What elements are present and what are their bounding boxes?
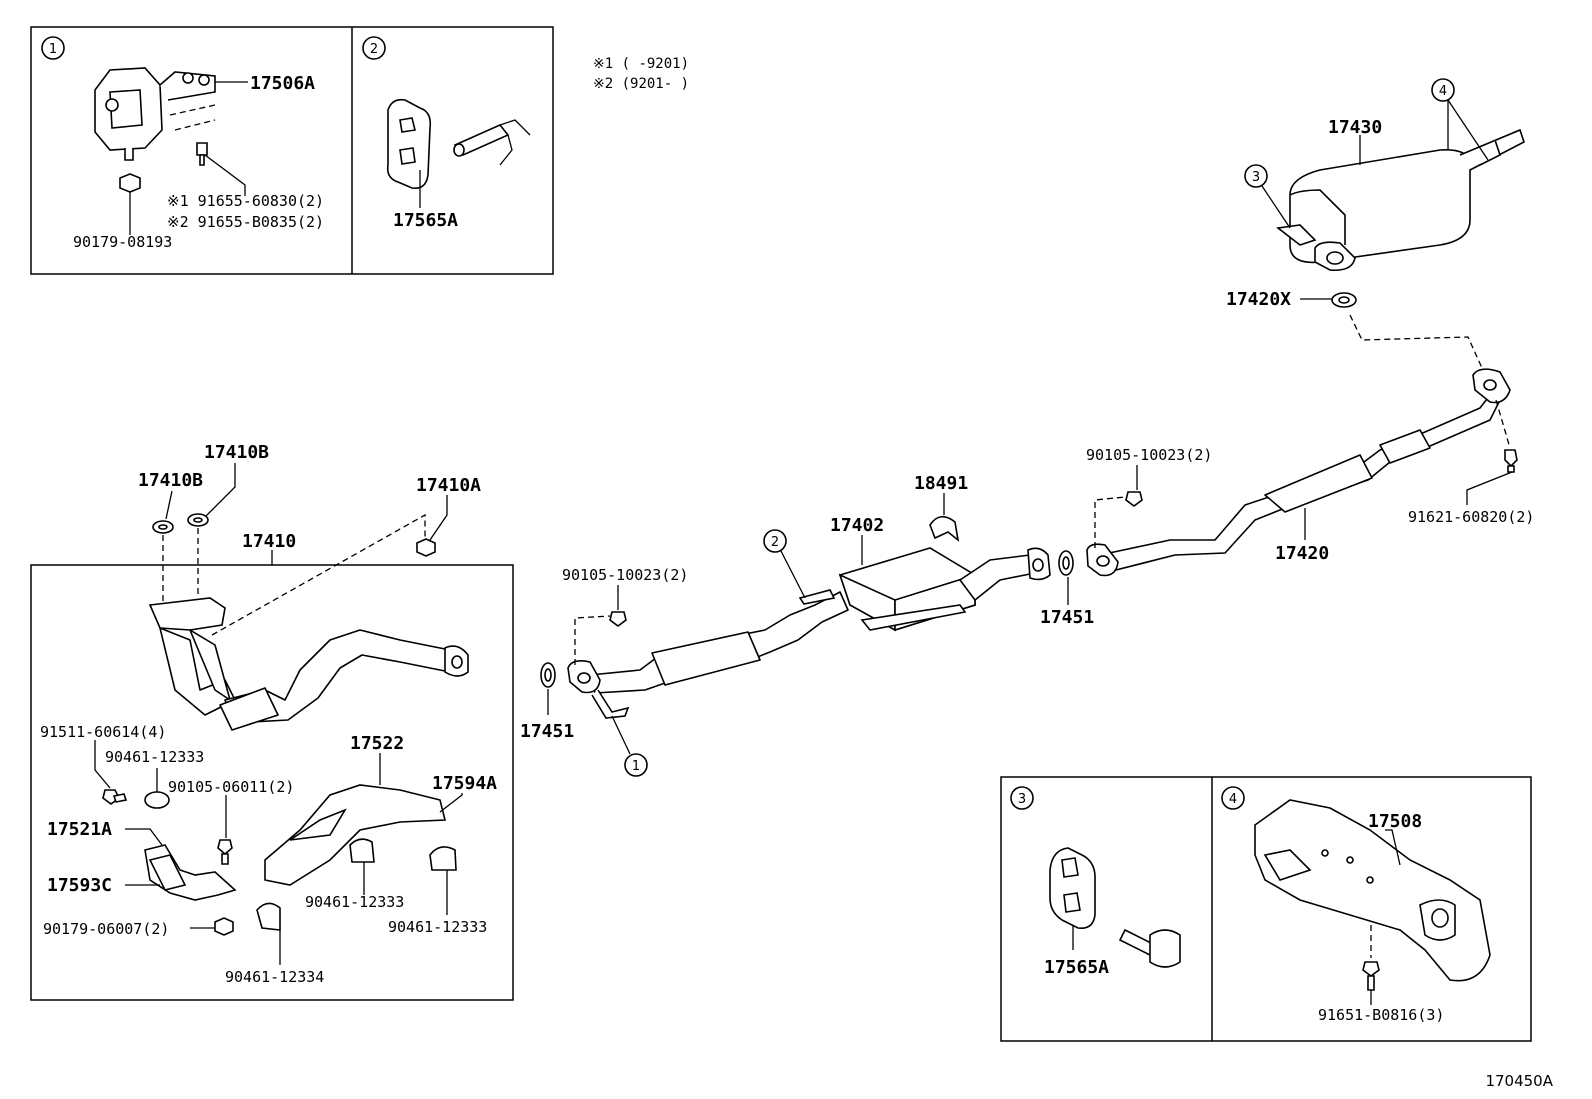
- circle-4-marker: [1221, 786, 1245, 810]
- exhaust-pipe-17410-part: [148, 597, 469, 731]
- inset-4: 4 17508 91651-B0816(3): [1221, 786, 1491, 1024]
- rubber-hanger-17565a-part: [386, 98, 432, 190]
- part-label-circle: 3: [1018, 792, 1026, 807]
- note-2: ※2 (9201- ): [593, 76, 689, 92]
- inset-2: 2 17565A: [362, 36, 531, 231]
- part-label-p17410b-top: 17410B: [204, 442, 269, 463]
- circle-4-marker: [1431, 78, 1455, 102]
- heat-shield-18491-part: [929, 515, 960, 542]
- part-label-circ3: 3: [1252, 170, 1260, 185]
- part-label-p17522: 17522: [350, 733, 404, 754]
- center-pipe-17420-part: [1086, 368, 1511, 577]
- heat-insulator-17521a-part: [144, 844, 237, 901]
- gasket-17410b-part: [152, 513, 209, 534]
- circle-3-marker: [1244, 164, 1268, 188]
- part-label-p17430: 17430: [1328, 117, 1382, 138]
- part-label-circle: 4: [1229, 792, 1237, 807]
- part-label-p91511: 91511-60614(4): [40, 723, 166, 741]
- part-label-circ4: 4: [1439, 84, 1447, 99]
- part-label-p17508: 17508: [1368, 811, 1422, 832]
- part-label-p18491: 18491: [914, 473, 968, 494]
- clamp-icon: [429, 846, 457, 871]
- part-label-p90461-a: 90461-12333: [105, 748, 204, 766]
- part-label-p90461-b: 90461-12333: [305, 893, 404, 911]
- hanger-17506a-part: [94, 67, 216, 161]
- catalytic-converter-17402-part: [838, 547, 1051, 632]
- front-pipe-part: [567, 589, 849, 719]
- part-label-p17410: 17410: [242, 531, 296, 552]
- circle-1-marker: [41, 36, 65, 60]
- rubber-hanger-17565a-part: [1049, 847, 1096, 930]
- part-label-p17451-left: 17451: [520, 721, 574, 742]
- circle-1-marker: [624, 753, 648, 777]
- bolt-icon: [196, 142, 208, 166]
- circle-2-marker: [362, 36, 386, 60]
- part-label-p90105-06011: 90105-06011(2): [168, 778, 294, 796]
- clamp-icon: [349, 838, 375, 863]
- part-label-p17565a: 17565A: [1044, 957, 1109, 978]
- part-label-p17565a: 17565A: [393, 210, 458, 231]
- inset-box-top-left: [30, 26, 554, 275]
- clamp-icon: [256, 902, 281, 931]
- part-label-p17402: 17402: [830, 515, 884, 536]
- part-label-bolt: 91651-B0816(3): [1318, 1006, 1444, 1024]
- part-label-circle: 1: [49, 42, 57, 57]
- bolt-icon: [102, 789, 128, 805]
- circle-3-marker: [1010, 786, 1034, 810]
- part-label-bolt2: ※2 91655-B0835(2): [167, 213, 324, 231]
- bolt-icon: [1125, 491, 1143, 507]
- nut-icon: [119, 173, 141, 193]
- bolt-icon: [609, 611, 627, 627]
- part-label-p91621: 91621-60820(2): [1408, 508, 1534, 526]
- hanger-pin-part: [1118, 928, 1181, 968]
- circle-2-marker: [763, 529, 787, 553]
- hanger-pin-part: [453, 119, 531, 166]
- part-label-p90461-12334: 90461-12334: [225, 968, 324, 986]
- heat-insulator-17522-part: [264, 784, 447, 886]
- bracket-17508-part: [1254, 799, 1491, 982]
- part-label-bolt1: ※1 91655-60830(2): [167, 192, 324, 210]
- bolt-icon: [1362, 961, 1380, 991]
- part-label-p17420x: 17420X: [1226, 289, 1291, 310]
- muffler-17430-part: [1275, 128, 1525, 272]
- part-label-circle: 2: [370, 42, 378, 57]
- part-label-p17594a: 17594A: [432, 773, 497, 794]
- nut-icon: [214, 917, 234, 936]
- bolt-icon: [1504, 449, 1518, 473]
- part-label-circ1: 1: [632, 759, 640, 774]
- note-1: ※1 ( -9201): [593, 56, 689, 72]
- diagram-code: 170450A: [1485, 1072, 1553, 1090]
- bolt-icon: [217, 839, 233, 865]
- inset-box-bottom-right: [1000, 776, 1532, 1042]
- part-label-circ2: 2: [771, 535, 779, 550]
- clamp-icon: [144, 791, 170, 809]
- part-label-nut: 90179-08193: [73, 233, 172, 251]
- part-label-p17521a: 17521A: [47, 819, 112, 840]
- inset-1: 1 17506A ※1 91655-60830(2) ※2 91655-B083…: [41, 36, 324, 251]
- part-label-p90461-c: 90461-12333: [388, 918, 487, 936]
- part-label-p17451-right: 17451: [1040, 607, 1094, 628]
- part-label-p17410a: 17410A: [416, 475, 481, 496]
- nut-17410a-part: [416, 538, 436, 557]
- part-label-p17410b-left: 17410B: [138, 470, 203, 491]
- inset-3: 3 17565A: [1010, 786, 1181, 978]
- part-label-p90105-right: 90105-10023(2): [1086, 446, 1212, 464]
- part-label-p17506a: 17506A: [250, 73, 315, 94]
- part-label-p17593c: 17593C: [47, 875, 112, 896]
- part-label-p90105-left: 90105-10023(2): [562, 566, 688, 584]
- part-label-p17420: 17420: [1275, 543, 1329, 564]
- part-label-p90179-06007: 90179-06007(2): [43, 920, 169, 938]
